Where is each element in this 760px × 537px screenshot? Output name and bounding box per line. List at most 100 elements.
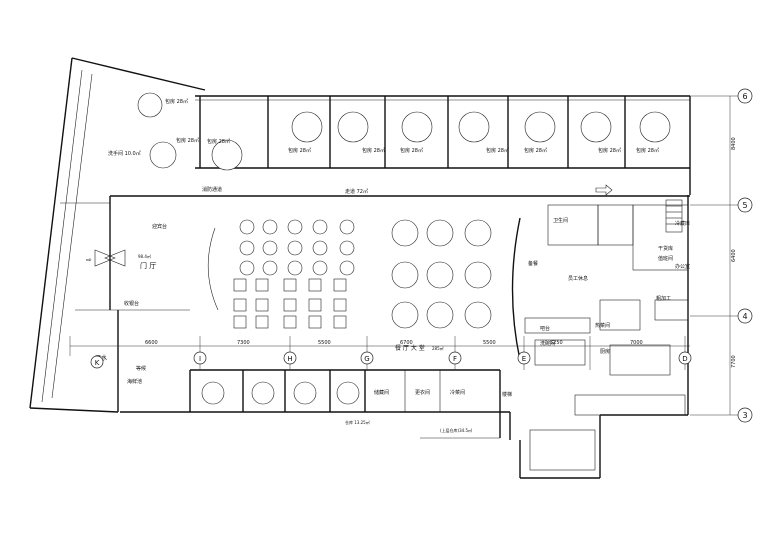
room-label: 包房 28㎡ xyxy=(288,147,311,154)
axis-letter: D xyxy=(682,355,687,363)
dim-bottom: 5500 xyxy=(318,340,331,346)
dining-table xyxy=(312,240,328,256)
sea-food-label: 海鲜池 xyxy=(127,378,142,385)
square-table xyxy=(255,315,269,329)
axis-letter: H xyxy=(287,355,292,363)
entry-hall-label: 门 厅 xyxy=(140,261,156,270)
grid-axis-letters: K I H G F E D xyxy=(90,351,692,369)
square-table xyxy=(283,278,297,292)
reception-label: 迎宾台 xyxy=(152,223,167,230)
main-hall-area: 285㎡ xyxy=(432,345,444,351)
square-table xyxy=(308,278,322,292)
dim-right: 6400 xyxy=(731,249,737,262)
dim-bottom: 6600 xyxy=(145,340,158,346)
stair-icon xyxy=(665,199,683,233)
dining-table xyxy=(287,240,303,256)
room-label: 包房 28㎡ xyxy=(165,98,188,105)
dining-table xyxy=(239,240,255,256)
dining-table xyxy=(464,261,492,289)
dining-table xyxy=(339,240,355,256)
dining-table xyxy=(262,240,278,256)
corridor-label: 走道 72㎡ xyxy=(345,188,368,195)
room-label: 包房 28㎡ xyxy=(400,147,423,154)
storage-bottom-label: 仓库 13.25㎡ xyxy=(345,419,370,425)
room-label: 洗手间 10.0㎡ xyxy=(108,150,141,157)
storage-b-label: 更衣间 xyxy=(415,389,430,396)
room-label: 包房 28㎡ xyxy=(598,147,621,154)
square-table xyxy=(308,315,322,329)
dim-bottom: 7300 xyxy=(237,340,250,346)
room-label: 包房 28㎡ xyxy=(207,138,230,145)
bottom-rooms: 海鲜池 等候 储藏间 更衣间 冷菜间 仓库 13.25㎡ (上层仓库)34.5㎡… xyxy=(95,354,501,439)
wash-label: 洗碗间 xyxy=(540,340,555,347)
curved-partition xyxy=(207,227,219,311)
office-label: 办公室 xyxy=(675,263,690,270)
dimension-text: 6600 7300 5500 6700 5500 5250 7000 8400 … xyxy=(145,137,737,368)
room-tables xyxy=(137,92,671,171)
axis-number: 4 xyxy=(742,312,747,321)
dining-table xyxy=(312,219,328,235)
storage-a-label: 储藏间 xyxy=(374,389,389,396)
square-table xyxy=(308,298,322,312)
square-table xyxy=(283,315,297,329)
main-hall-tables xyxy=(233,219,492,329)
grid-axis-numbers: 6 5 4 3 xyxy=(737,88,753,423)
dim-bottom: 7000 xyxy=(630,340,643,346)
cashier-label: 收银台 xyxy=(124,300,139,307)
staff-label: 员工休息 xyxy=(568,275,588,282)
dining-table xyxy=(391,219,419,247)
room-label: 包房 28㎡ xyxy=(362,147,385,154)
dim-bottom: 5500 xyxy=(483,340,496,346)
dining-table xyxy=(464,219,492,247)
fire-exit-label: 消防通道 xyxy=(202,186,222,193)
room-label: 包房 28㎡ xyxy=(176,137,199,144)
square-table xyxy=(333,278,347,292)
square-table xyxy=(333,315,347,329)
pantry-label: 备餐 xyxy=(528,260,538,267)
dining-table xyxy=(239,260,255,276)
dim-bottom: 5250 xyxy=(550,340,563,346)
dining-table xyxy=(287,260,303,276)
upper-storage-label: (上层仓库)34.5㎡ xyxy=(440,427,472,433)
dining-table xyxy=(391,301,419,329)
square-table xyxy=(233,315,247,329)
duty-label: 值班间 xyxy=(658,255,673,262)
entry-arrow-icon: ⇨ xyxy=(86,256,92,264)
dining-table xyxy=(287,219,303,235)
square-table xyxy=(233,298,247,312)
dining-table xyxy=(262,260,278,276)
dry-storage-label: 干货库 xyxy=(658,245,673,252)
dimension-lines xyxy=(69,95,745,416)
dining-table xyxy=(312,260,328,276)
exit-arrow-icon xyxy=(595,184,613,196)
axis-letter: E xyxy=(522,355,526,363)
dining-table xyxy=(339,219,355,235)
stair-label: 楼梯 xyxy=(502,391,512,398)
top-private-rooms: 包房 28㎡ 包房 28㎡ 包房 28㎡ 包房 28㎡ 包房 28㎡ 包房 28… xyxy=(108,92,671,171)
toilet-label: 卫生间 xyxy=(553,217,568,224)
dining-table xyxy=(426,261,454,289)
main-hall-label: 餐 厅 大 堂 xyxy=(395,344,425,352)
square-table xyxy=(333,298,347,312)
square-table xyxy=(233,278,247,292)
curved-wall xyxy=(511,217,521,361)
axis-number: 6 xyxy=(742,92,747,101)
dining-table xyxy=(262,219,278,235)
axis-letter: I xyxy=(199,355,201,363)
dim-bottom: 6700 xyxy=(400,340,413,346)
square-table xyxy=(283,298,297,312)
cold-room-label: 冷藏库 xyxy=(675,220,690,227)
dim-right: 7700 xyxy=(731,355,737,368)
room-labels: 包房 28㎡ 包房 28㎡ 包房 28㎡ 包房 28㎡ 包房 28㎡ 包房 28… xyxy=(108,98,659,157)
axis-letter: G xyxy=(364,355,369,363)
waiting-label: 等候 xyxy=(136,365,146,372)
dining-table xyxy=(464,301,492,329)
dining-table xyxy=(239,219,255,235)
prep-label: 粗加工 xyxy=(656,295,671,302)
square-table xyxy=(255,278,269,292)
axis-number: 3 xyxy=(742,411,747,420)
cold-dish-label: 冷菜间 xyxy=(450,389,465,396)
cooking-label: 热菜间 xyxy=(595,322,610,329)
kitchen-area: 卫生间 备餐 厨房 粗加工 干货库 冷藏库 洗碗间 热菜间 办公室 员工休息 楼… xyxy=(124,199,690,471)
